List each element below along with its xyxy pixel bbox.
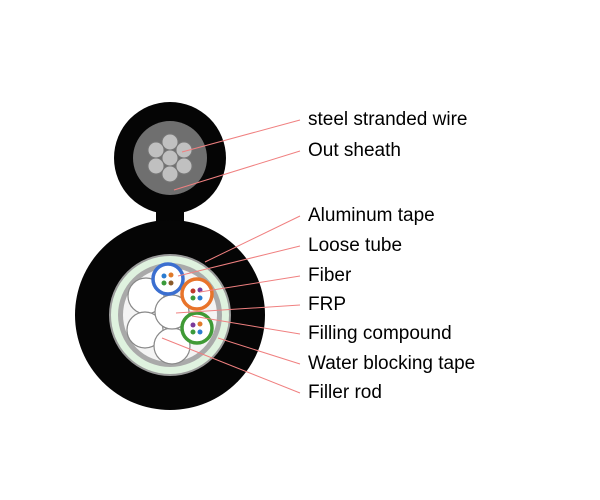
- fiber: [190, 322, 196, 328]
- fiber: [197, 287, 203, 293]
- leader-line-frp: [175, 304, 301, 314]
- loose-tube-orange-shell: [180, 277, 214, 311]
- loose-tube-green: [180, 311, 214, 345]
- loose-tube-blue-shell: [151, 262, 185, 296]
- leader-line-aluminum-tape: [204, 215, 301, 263]
- steel-strand: [161, 165, 179, 183]
- steel-strand: [161, 149, 179, 167]
- loose-tube-orange: [180, 277, 214, 311]
- main-cable: [75, 220, 265, 410]
- steel-strand: [175, 157, 193, 175]
- fiber: [161, 280, 167, 286]
- fiber: [197, 295, 203, 301]
- steel-stranded-wires: [147, 133, 193, 183]
- steel-strand: [147, 157, 165, 175]
- fiber: [197, 329, 203, 335]
- loose-tube-green-shell: [180, 311, 214, 345]
- leader-line-fiber: [199, 275, 301, 293]
- fiber: [190, 295, 196, 301]
- leader-line-loose-tube: [177, 245, 301, 277]
- fiber: [168, 280, 174, 286]
- leader-lines: [161, 119, 301, 394]
- leader-line-filling-compound: [191, 315, 301, 335]
- leader-line-filler-rod: [161, 337, 301, 394]
- leader-line-steel-stranded-wire: [181, 119, 301, 153]
- leader-line-water-blocking-tape: [217, 337, 301, 365]
- fiber: [168, 272, 174, 278]
- fiber: [197, 321, 203, 327]
- steel-strand: [147, 141, 165, 159]
- fiber: [161, 273, 167, 279]
- messenger-wire: [114, 102, 226, 214]
- fiber: [190, 329, 196, 335]
- loose-tube-blue: [151, 262, 185, 296]
- fiber: [190, 288, 196, 294]
- steel-strand: [161, 133, 179, 151]
- leader-line-out-sheath: [173, 150, 301, 191]
